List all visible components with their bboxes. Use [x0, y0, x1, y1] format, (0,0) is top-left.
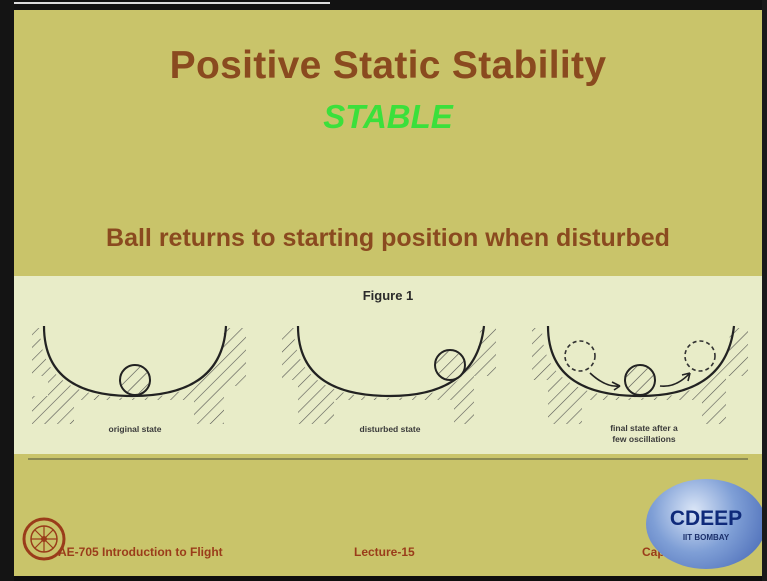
bowl-disturbed-state: [282, 325, 498, 430]
footer-separator: [28, 458, 748, 460]
lecture-slide: Positive Static Stability STABLE Ball re…: [14, 10, 762, 576]
oscillation-arrows: [589, 372, 691, 391]
figure-title: Figure 1: [362, 288, 414, 303]
oscillation-ghost-balls: [564, 340, 716, 372]
caption-final-line2: few oscillations: [612, 434, 676, 444]
bowl-original-state: [32, 325, 248, 430]
caption-original-state: original state: [108, 424, 162, 434]
footer-lecture: Lecture-15: [354, 545, 415, 559]
nptel-logo: [22, 517, 66, 561]
figure-panel: Figure 1: [14, 276, 762, 454]
stability-diagram: [32, 325, 750, 430]
right-border: [762, 0, 767, 581]
footer-course: AE-705 Introduction to Flight: [58, 545, 223, 559]
slide-description: Ball returns to starting position when d…: [106, 224, 670, 252]
progress-line: [10, 2, 330, 4]
slide-subtitle: STABLE: [323, 98, 453, 135]
caption-disturbed-state: disturbed state: [359, 424, 421, 434]
ball-final: [624, 364, 656, 396]
cdeep-logo-text: CDEEP: [669, 507, 743, 530]
slide-title: Positive Static Stability: [169, 44, 607, 87]
ball-original: [119, 364, 151, 396]
cdeep-logo-subtext: IIT BOMBAY: [682, 533, 730, 542]
caption-final-line1: final state after a: [610, 423, 678, 433]
top-border: [0, 0, 767, 10]
caption-final-state: final state after a few oscillations: [584, 423, 704, 445]
left-border: [0, 0, 14, 581]
cdeep-logo: CDEEP IIT BOMBAY: [646, 479, 762, 569]
ball-disturbed: [434, 349, 466, 381]
bowl-final-state: [532, 325, 750, 430]
